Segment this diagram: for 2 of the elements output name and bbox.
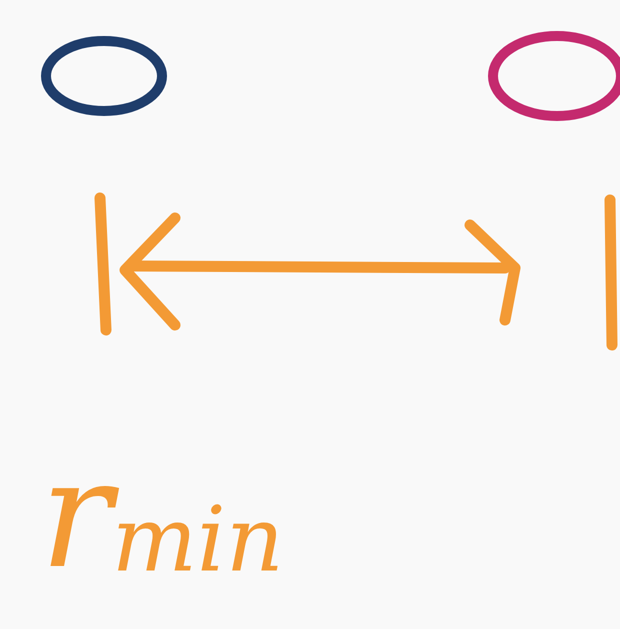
circle-outline bbox=[40, 35, 168, 117]
circle-outline bbox=[487, 30, 620, 122]
